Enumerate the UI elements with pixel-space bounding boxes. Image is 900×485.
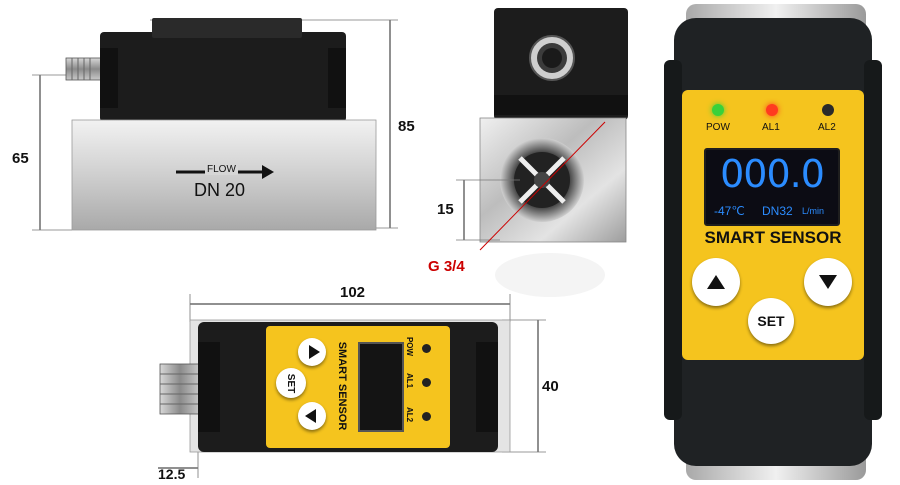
top-led-dot <box>422 378 431 387</box>
top-set-label: SET <box>285 373 297 393</box>
top-led-list: POW AL1 AL2 <box>404 336 436 440</box>
panel-display: 000.0 -47℃ DN32 L/min <box>704 148 840 226</box>
side-view-drawing <box>32 18 398 231</box>
led-al1-label: AL1 <box>762 122 780 133</box>
thread-label: G 3/4 <box>428 258 465 275</box>
display-temperature: -47℃ <box>714 204 745 218</box>
top-set-button[interactable]: SET <box>276 368 306 398</box>
set-label: SET <box>757 313 785 329</box>
top-led-al1: AL1 <box>404 372 436 404</box>
panel-brand-text: SMART SENSOR <box>704 228 842 247</box>
dim-connector: 12.5 <box>158 466 186 482</box>
display-reading: 000.0 <box>720 152 825 196</box>
dim-body-height: 65 <box>12 150 29 167</box>
down-button[interactable] <box>804 258 852 306</box>
top-led-label: AL2 <box>405 406 415 423</box>
led-pow-dot <box>712 104 724 116</box>
led-al1: AL1 <box>744 104 800 140</box>
led-pow-label: POW <box>706 122 730 133</box>
down-triangle-icon <box>304 409 316 423</box>
led-al2-label: AL2 <box>818 122 836 133</box>
panel-closeup: POW AL1 AL2 000.0 -47℃ DN32 L/min SMART … <box>660 0 900 480</box>
down-triangle-icon <box>819 275 837 289</box>
dim-width: 40 <box>542 378 559 395</box>
up-button[interactable] <box>692 258 740 306</box>
up-triangle-icon <box>707 275 725 289</box>
top-up-button[interactable] <box>298 338 326 366</box>
top-led-dot <box>422 344 431 353</box>
top-down-button[interactable] <box>298 402 326 430</box>
led-al1-dot <box>766 104 778 116</box>
display-pipe-size: DN32 <box>762 204 793 218</box>
top-led-label: AL1 <box>405 372 415 389</box>
front-view: 15 G 3/4 <box>420 0 650 300</box>
panel-led-row: POW AL1 AL2 <box>690 104 860 140</box>
top-brand-text: SMART SENSOR <box>336 341 348 431</box>
side-view: FLOW DN 20 65 85 <box>0 0 420 250</box>
flow-label: FLOW <box>205 164 238 175</box>
display-unit: L/min <box>802 206 825 216</box>
top-led-pow: POW <box>404 336 436 370</box>
set-button[interactable]: SET <box>748 298 794 344</box>
dim-port: 15 <box>437 201 454 218</box>
led-pow: POW <box>690 104 746 140</box>
top-led-dot <box>422 412 431 421</box>
top-led-al2: AL2 <box>404 406 436 438</box>
size-label: DN 20 <box>194 180 246 200</box>
led-al2: AL2 <box>800 104 856 140</box>
top-led-label: POW <box>405 336 415 357</box>
top-display <box>358 342 404 432</box>
top-view: SET SMART SENSOR POW AL1 AL2 102 40 12.5 <box>150 282 570 482</box>
front-view-drawing <box>456 8 628 297</box>
up-triangle-icon <box>308 345 320 359</box>
dim-total-height: 85 <box>398 118 415 135</box>
dim-length: 102 <box>340 284 366 301</box>
led-al2-dot <box>822 104 834 116</box>
